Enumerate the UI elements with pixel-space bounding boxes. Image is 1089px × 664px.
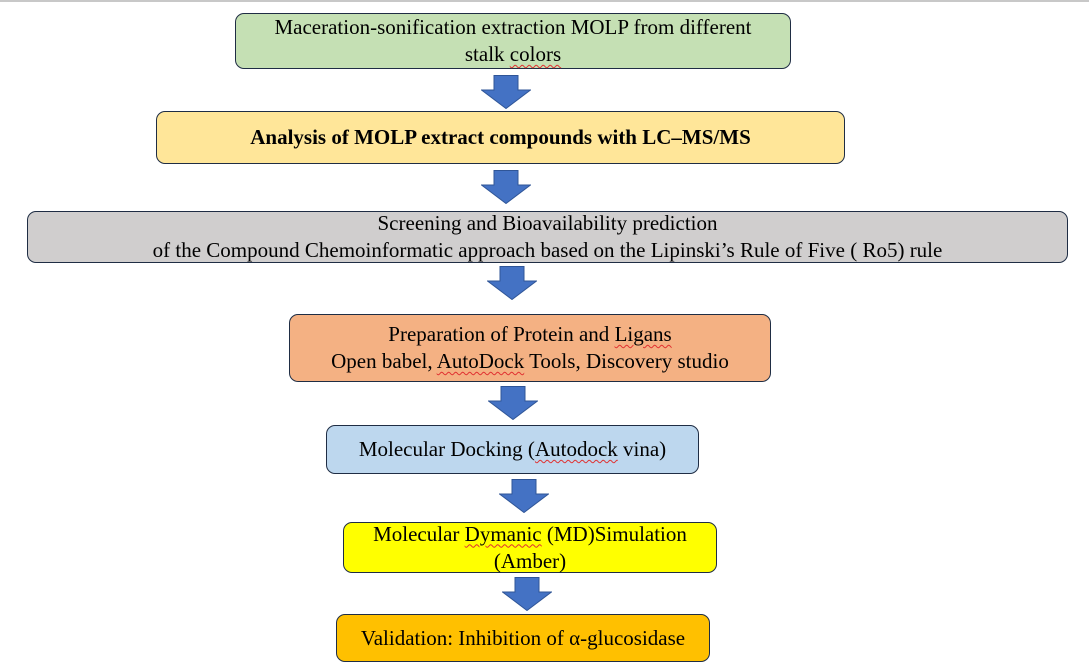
text-segment: Analysis of MOLP extract compounds with … (250, 125, 751, 149)
step-text-line: Validation: Inhibition of α-glucosidase (361, 625, 685, 652)
step-box-md-simulation: Molecular Dymanic (MD)Simulation(Amber) (343, 522, 717, 573)
step-box-validation: Validation: Inhibition of α-glucosidase (336, 614, 710, 662)
text-segment: Screening and Bioavailability prediction (377, 211, 718, 235)
text-segment: (Amber) (493, 548, 567, 573)
step-text-line: Maceration-sonification extraction MOLP … (274, 14, 751, 41)
text-segment: vina) (617, 437, 667, 461)
step-text-line: stalk colors (465, 41, 561, 68)
step-box-lcms-analysis: Analysis of MOLP extract compounds with … (156, 111, 845, 164)
text-segment: stalk (464, 42, 510, 66)
step-text-line: Open babel, AutoDock Tools, Discovery st… (331, 348, 729, 375)
text-segment: Molecular Docking ( (358, 437, 535, 461)
step-text-line: Molecular Docking (Autodock vina) (359, 436, 666, 463)
step-text-line: Analysis of MOLP extract compounds with … (250, 124, 751, 151)
text-segment: Preparation of Protein and (388, 322, 615, 346)
spellcheck-flagged-word: colors (509, 42, 562, 66)
step-text-line: (Amber) (494, 548, 566, 575)
step-box-screening: Screening and Bioavailability prediction… (27, 211, 1068, 263)
step-text-line: Screening and Bioavailability prediction (378, 210, 718, 237)
step-box-docking: Molecular Docking (Autodock vina) (326, 425, 699, 474)
down-arrow-icon (481, 170, 531, 204)
down-arrow-icon (499, 479, 549, 513)
spellcheck-flagged-word: AutoDock (436, 349, 525, 373)
text-segment: (MD)Simulation (541, 521, 687, 546)
top-divider (0, 0, 1089, 2)
text-segment: of the Compound Chemoinformatic approach… (152, 238, 943, 262)
down-arrow-icon (502, 577, 552, 611)
text-segment: Tools, Discovery studio (524, 349, 729, 373)
down-arrow-icon (487, 266, 537, 300)
down-arrow-icon (488, 386, 538, 420)
step-text-line: of the Compound Chemoinformatic approach… (153, 237, 943, 264)
text-segment: Validation: Inhibition of α-glucosidase (360, 625, 686, 650)
step-text-line: Preparation of Protein and Ligans (388, 321, 671, 348)
text-segment: Open babel, (331, 349, 437, 373)
text-segment: Maceration-sonification extraction MOLP … (274, 15, 752, 39)
spellcheck-flagged-word: Autodock (534, 437, 618, 461)
step-box-extraction: Maceration-sonification extraction MOLP … (235, 13, 791, 69)
spellcheck-flagged-word: Dymanic (464, 521, 542, 546)
step-text-line: Molecular Dymanic (MD)Simulation (373, 521, 687, 548)
text-segment: Molecular (373, 521, 465, 546)
spellcheck-flagged-word: Ligans (614, 322, 672, 346)
down-arrow-icon (481, 75, 531, 109)
